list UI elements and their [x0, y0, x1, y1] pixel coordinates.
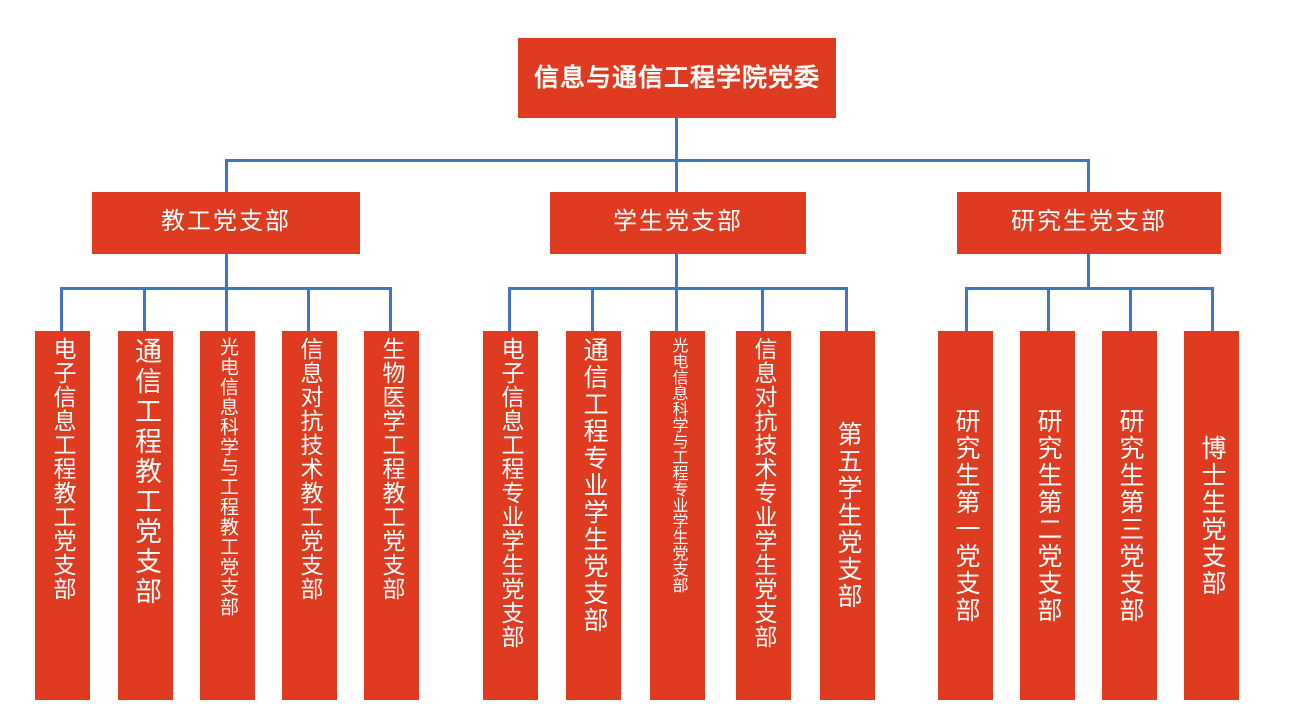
connector-graduates-child1-drop — [965, 287, 968, 331]
connector-faculty-stem — [225, 254, 228, 288]
connector-graduates-child4-drop — [1211, 287, 1214, 331]
node-branch-graduates[interactable]: 研究生党支部 — [957, 192, 1221, 254]
connector-faculty-child1-drop — [60, 287, 63, 331]
connector-level1-bus — [226, 159, 1090, 162]
node-leaf-student-5-label: 第五学生党支部 — [834, 421, 861, 610]
connector-branch2-drop — [675, 159, 678, 192]
node-branch-faculty-label: 教工党支部 — [161, 209, 291, 236]
node-leaf-student-5[interactable]: 第五学生党支部 — [820, 331, 875, 700]
node-leaf-faculty-5[interactable]: 生物医学工程教工党支部 — [364, 331, 419, 700]
connector-faculty-child5-drop — [389, 287, 392, 331]
node-leaf-faculty-5-label: 生物医学工程教工党支部 — [379, 337, 404, 601]
node-leaf-graduate-2-label: 研究生第二党支部 — [1034, 407, 1061, 624]
node-branch-students-label: 学生党支部 — [613, 209, 743, 236]
connector-branch3-drop — [1087, 159, 1090, 192]
connector-graduates-child3-drop — [1129, 287, 1132, 331]
connector-branch1-drop — [225, 159, 228, 192]
node-leaf-graduate-2[interactable]: 研究生第二党支部 — [1020, 331, 1075, 700]
node-leaf-student-2[interactable]: 通信工程专业学生党支部 — [566, 331, 621, 700]
connector-faculty-child4-drop — [307, 287, 310, 331]
node-leaf-student-3[interactable]: 光电信息科学与工程专业学生党支部 — [650, 331, 705, 700]
node-leaf-graduate-3[interactable]: 研究生第三党支部 — [1102, 331, 1157, 700]
connector-graduates-stem — [1087, 254, 1090, 288]
connector-faculty-child2-drop — [143, 287, 146, 331]
node-leaf-student-4-label: 信息对抗技术专业学生党支部 — [751, 337, 776, 649]
node-leaf-faculty-2[interactable]: 通信工程教工党支部 — [118, 331, 173, 700]
node-leaf-faculty-1-label: 电子信息工程教工党支部 — [50, 337, 75, 601]
connector-students-stem — [675, 254, 678, 288]
node-leaf-graduate-1-label: 研究生第一党支部 — [952, 407, 979, 624]
node-leaf-faculty-4[interactable]: 信息对抗技术教工党支部 — [282, 331, 337, 700]
node-leaf-student-4[interactable]: 信息对抗技术专业学生党支部 — [736, 331, 791, 700]
node-leaf-student-1-label: 电子信息工程专业学生党支部 — [498, 337, 523, 649]
node-leaf-faculty-3[interactable]: 光电信息科学与工程教工党支部 — [200, 331, 255, 700]
node-branch-graduates-label: 研究生党支部 — [1011, 209, 1167, 236]
connector-faculty-child3-drop — [225, 287, 228, 331]
node-leaf-graduate-4-label: 博士生党支部 — [1198, 434, 1225, 597]
node-leaf-graduate-1[interactable]: 研究生第一党支部 — [938, 331, 993, 700]
node-leaf-faculty-1[interactable]: 电子信息工程教工党支部 — [35, 331, 90, 700]
node-root-party-committee[interactable]: 信息与通信工程学院党委 — [518, 38, 836, 118]
connector-students-child4-drop — [761, 287, 764, 331]
node-leaf-graduate-3-label: 研究生第三党支部 — [1116, 407, 1143, 624]
connector-students-child5-drop — [845, 287, 848, 331]
node-leaf-faculty-2-label: 通信工程教工党支部 — [131, 337, 161, 607]
node-leaf-student-2-label: 通信工程专业学生党支部 — [580, 337, 607, 634]
connector-students-child2-drop — [591, 287, 594, 331]
connector-graduates-bus — [966, 287, 1213, 290]
node-leaf-graduate-4[interactable]: 博士生党支部 — [1184, 331, 1239, 700]
node-root-label: 信息与通信工程学院党委 — [533, 62, 820, 92]
node-branch-students[interactable]: 学生党支部 — [550, 192, 806, 254]
connector-root-drop — [675, 118, 678, 160]
node-leaf-student-1[interactable]: 电子信息工程专业学生党支部 — [483, 331, 538, 700]
connector-students-child1-drop — [508, 287, 511, 331]
node-leaf-student-3-label: 光电信息科学与工程专业学生党支部 — [669, 337, 687, 593]
node-leaf-faculty-3-label: 光电信息科学与工程教工党支部 — [217, 337, 238, 617]
node-branch-faculty[interactable]: 教工党支部 — [92, 192, 360, 254]
connector-graduates-child2-drop — [1047, 287, 1050, 331]
node-leaf-faculty-4-label: 信息对抗技术教工党支部 — [297, 337, 322, 601]
connector-students-bus — [509, 287, 847, 290]
connector-students-child3-drop — [675, 287, 678, 331]
